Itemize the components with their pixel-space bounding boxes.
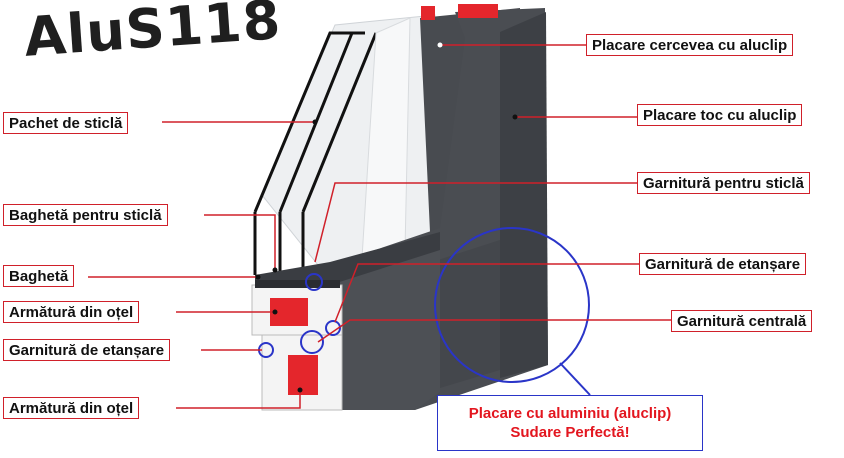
leader-garnitura-centrala bbox=[317, 319, 671, 343]
label-garnitura-centrala: Garnitură centrală bbox=[671, 310, 813, 332]
label-garnitura-etansare-left: Garnitură de etanșare bbox=[3, 339, 171, 361]
dot-armatura-bottom bbox=[297, 387, 303, 393]
aluclip-note-box: Placare cu aluminiu (aluclip) Sudare Per… bbox=[437, 395, 703, 451]
gasket-circle-seal-right bbox=[325, 320, 341, 336]
label-armatura-otel-bottom: Armătură din oțel bbox=[3, 397, 140, 419]
dot-armatura-top bbox=[272, 309, 278, 315]
dot-bagheta-sticla bbox=[272, 267, 278, 273]
leader-dots bbox=[255, 42, 518, 393]
steel-reinforcement-bottom bbox=[288, 355, 318, 395]
gasket-circle-central bbox=[300, 330, 324, 354]
leader-garnitura-etansare-right bbox=[334, 263, 639, 323]
leader-armatura-bottom bbox=[176, 390, 301, 409]
label-bagheta-sticla: Baghetă pentru sticlă bbox=[3, 204, 168, 226]
weld-detail-circle bbox=[434, 227, 590, 383]
leader-bagheta-sticla bbox=[204, 214, 276, 270]
label-garnitura-sticla: Garnitură pentru sticlă bbox=[637, 172, 810, 194]
dot-toc bbox=[512, 114, 518, 120]
label-bagheta: Baghetă bbox=[3, 265, 75, 287]
note-line-1: Placare cu aluminiu (aluclip) bbox=[468, 405, 672, 422]
leader-lines bbox=[88, 44, 671, 409]
note-line-2: Sudare Perfectă! bbox=[510, 424, 630, 441]
glass-layer-3 bbox=[301, 32, 378, 213]
label-garnitura-etansare-right: Garnitură de etanșare bbox=[639, 253, 807, 275]
label-placare-cercevea: Placare cercevea cu aluclip bbox=[586, 34, 794, 56]
gasket-circle-glass bbox=[305, 273, 323, 291]
steel-top-right bbox=[458, 4, 498, 18]
pvc-lip bbox=[255, 280, 340, 288]
dot-cercevea bbox=[437, 42, 443, 48]
label-pachet-sticla: Pachet de sticlă bbox=[3, 112, 129, 134]
frame-inner-recess bbox=[438, 240, 500, 388]
label-armatura-otel-top: Armătură din oțel bbox=[3, 301, 140, 323]
bottom-profile bbox=[340, 232, 440, 410]
label-placare-toc: Placare toc cu aluclip bbox=[637, 104, 803, 126]
weld-detail-pointer bbox=[559, 362, 591, 396]
steel-top-notch bbox=[421, 6, 435, 20]
sash-bottom-bar bbox=[255, 232, 440, 285]
glass-layer-1 bbox=[253, 31, 365, 213]
dot-bagheta bbox=[255, 274, 261, 280]
frame-side bbox=[500, 12, 548, 378]
leader-garnitura-sticla bbox=[314, 182, 637, 263]
dot-pachet bbox=[312, 119, 318, 125]
